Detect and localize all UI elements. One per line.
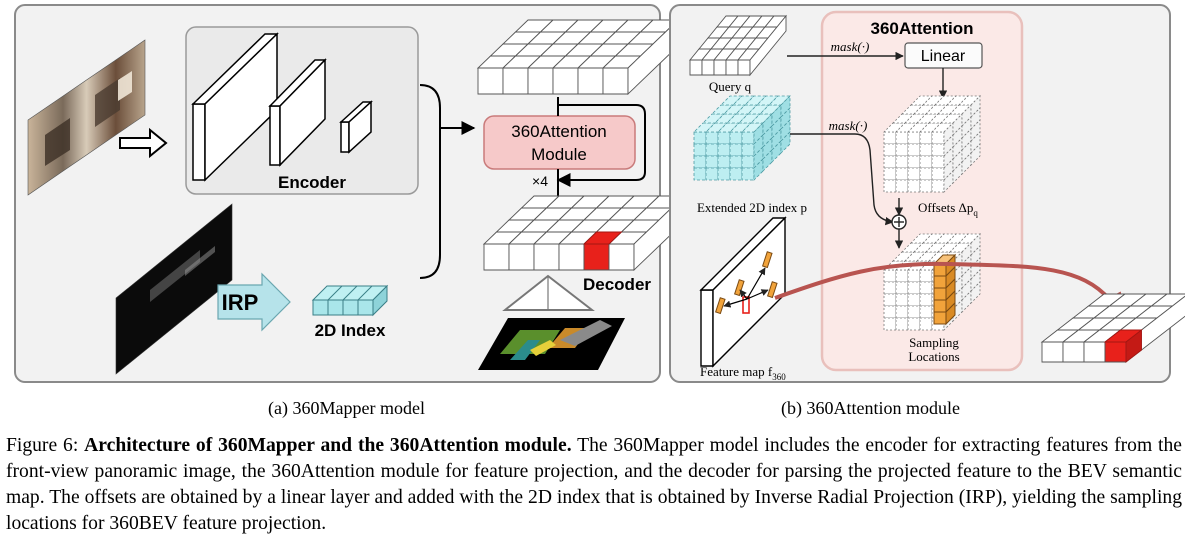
depth-image xyxy=(115,203,233,375)
repeat-loop xyxy=(556,104,646,187)
bev-semantic-map xyxy=(478,318,625,370)
panel-b: 360Attention Query q mask(·) Linear Exte… xyxy=(669,4,1185,383)
input-arrow-icon xyxy=(119,127,168,159)
sampling-cube xyxy=(883,233,981,331)
decoder-label: Decoder xyxy=(583,275,651,294)
attention-module-line1: 360Attention xyxy=(511,122,606,141)
repeat-label: ×4 xyxy=(532,173,548,189)
irp-arrow: IRP xyxy=(217,272,291,332)
encoder-layer-1 xyxy=(191,32,279,182)
mask-label-1: mask(·) xyxy=(831,39,870,54)
subcaption-a: (a) 360Mapper model xyxy=(268,398,425,418)
index-label: 2D Index xyxy=(315,321,386,340)
output-grid xyxy=(1040,293,1185,363)
index-cubes xyxy=(311,284,389,317)
subcaption-b: (b) 360Attention module xyxy=(781,398,960,418)
figure-caption: Figure 6: Architecture of 360Mapper and … xyxy=(6,433,1182,537)
offsets-label: Offsets Δpq xyxy=(918,200,978,218)
query-label: Query q xyxy=(709,79,752,94)
caption-prefix: Figure 6: xyxy=(6,435,85,456)
linear-label: Linear xyxy=(921,48,966,65)
caption-title: Architecture of 360Mapper and the 360Att… xyxy=(84,435,572,456)
extended-index-label: Extended 2D index p xyxy=(697,200,807,215)
encoder-layer-2 xyxy=(268,58,327,167)
attention-title: 360Attention xyxy=(871,19,974,38)
feature-map-label: Feature map f360 xyxy=(700,364,786,382)
irp-label: IRP xyxy=(222,290,259,315)
attention-module-line2: Module xyxy=(531,145,587,164)
caption-body: The 360Mapper model includes the encoder… xyxy=(6,435,1182,534)
architecture-figure: Encoder IRP 2D Index 360Attention Module… xyxy=(14,4,1185,383)
encoder-label: Encoder xyxy=(278,173,346,192)
merge-bracket xyxy=(419,84,441,279)
encoder-layer-3 xyxy=(339,100,373,154)
panel-a: Encoder IRP 2D Index 360Attention Module… xyxy=(14,4,686,383)
sampling-label-2: Locations xyxy=(908,349,959,364)
offsets-cube xyxy=(883,95,981,193)
extended-index-cube xyxy=(693,95,791,181)
query-grid-a xyxy=(476,18,680,96)
projection-flow-arrow xyxy=(774,261,1112,302)
query-grid xyxy=(689,14,787,77)
mask-label-2: mask(·) xyxy=(829,118,868,133)
attention-module-box xyxy=(483,115,636,170)
panorama-image xyxy=(27,39,146,196)
sampling-label-1: Sampling xyxy=(909,335,959,350)
